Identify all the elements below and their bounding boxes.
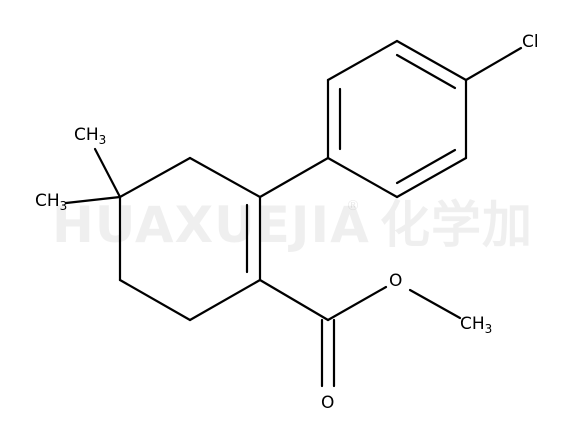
bond-c6-c5 bbox=[118, 278, 192, 322]
watermark-registered: ® bbox=[346, 198, 360, 214]
bond-ring-inner-3 bbox=[395, 148, 457, 185]
bond-methyl-top bbox=[93, 147, 122, 199]
watermark-chinese: 化学加 bbox=[380, 196, 533, 254]
chlorine-label: Cl bbox=[522, 32, 539, 52]
bond-ring-5 bbox=[326, 156, 399, 199]
ester-oxygen-label: O bbox=[389, 271, 402, 291]
bond-carbonyl-o bbox=[326, 285, 388, 322]
cyclohexene-ring bbox=[118, 156, 262, 322]
benzene-ring bbox=[326, 39, 468, 199]
carbonyl-oxygen-label: O bbox=[321, 393, 334, 413]
bond-methyl-left bbox=[64, 195, 122, 205]
methyl-left-label: CH3 bbox=[35, 191, 67, 213]
watermark-text: HUAXUEJIA bbox=[52, 196, 370, 254]
bond-aryl-cyclohexene bbox=[258, 156, 330, 199]
bond-c1-c6 bbox=[188, 278, 262, 322]
bond-ring-4 bbox=[395, 156, 468, 199]
bond-ring-2 bbox=[395, 39, 468, 82]
bond-ring-inner-2 bbox=[395, 53, 457, 90]
bond-ring-1 bbox=[326, 39, 399, 82]
ester-methyl-label: CH3 bbox=[460, 314, 492, 336]
bond-c1-carbonyl bbox=[258, 278, 330, 322]
watermark: HUAXUEJIA ® 化学加 bbox=[52, 196, 533, 254]
bond-c-cl bbox=[464, 46, 523, 82]
methyl-top-label: CH3 bbox=[74, 125, 106, 147]
bond-c3-c2 bbox=[188, 156, 262, 199]
bond-o-methyl bbox=[408, 288, 462, 320]
bond-c4-c3 bbox=[118, 156, 192, 199]
